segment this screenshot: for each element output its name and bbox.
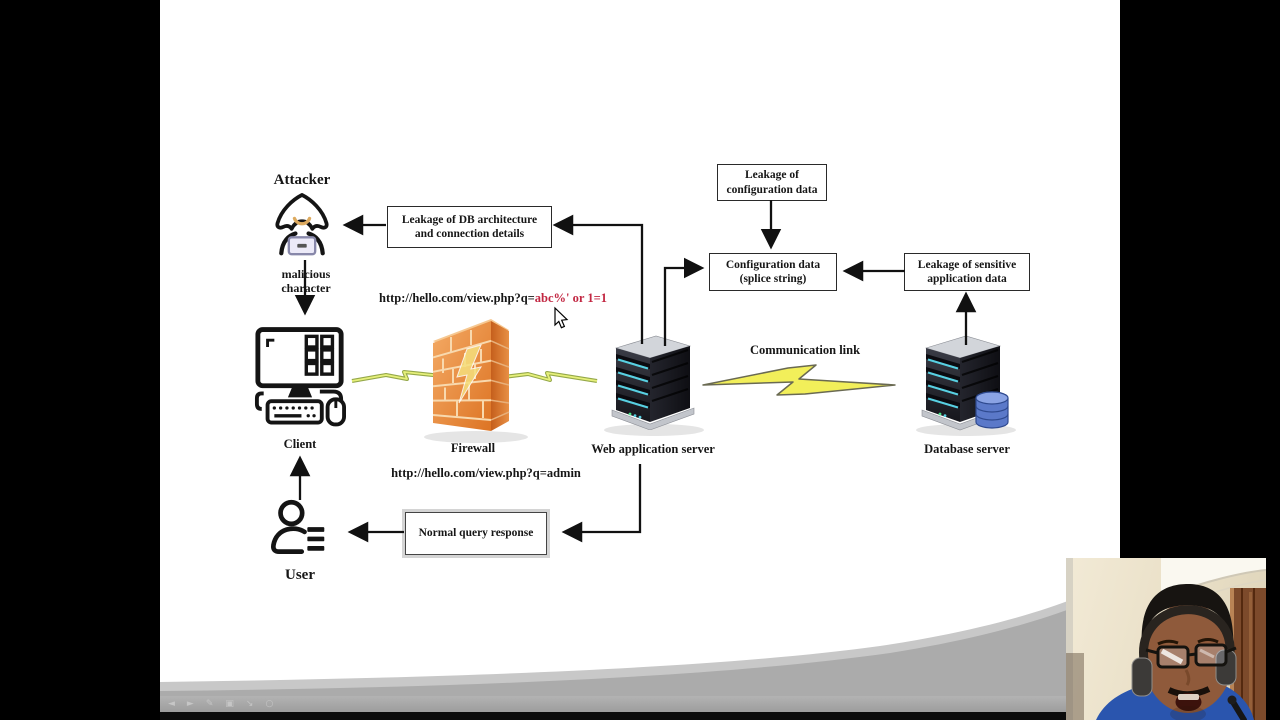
mouse-cursor-icon	[554, 306, 569, 329]
user-label: User	[285, 567, 315, 583]
firewall-icon	[432, 319, 510, 431]
presenter-person	[1096, 584, 1254, 720]
database-cylinder-icon	[975, 391, 1009, 429]
diagram-connectors	[289, 200, 977, 543]
arrow-webserver-to-normal	[561, 464, 642, 543]
headphone-band	[1139, 605, 1235, 661]
attack-url-text: http://hello.com/view.php?q=abc%' or 1=1	[379, 291, 607, 305]
microphone-icon	[1227, 695, 1247, 720]
client-label: Client	[283, 437, 317, 451]
attacker-icon	[275, 193, 329, 256]
slide-swoosh-decoration	[160, 578, 1120, 720]
communication-link-label: Communication link	[749, 343, 861, 357]
pen-tool-icon[interactable]: ✎	[205, 698, 214, 709]
presenter-toolbar: ◄ ► ✎ ▣ ↘ ○	[160, 696, 1120, 712]
web-server-label: Web application server	[591, 442, 715, 456]
slide-bottom-strip	[160, 712, 1120, 720]
normal-url-text: http://hello.com/view.php?q=admin	[391, 466, 581, 480]
normal-response-box: Normal query response	[405, 512, 547, 555]
headphone-left-cup	[1131, 657, 1153, 697]
webcam-scene	[1066, 558, 1266, 720]
presenter-hair	[1141, 584, 1234, 650]
navigate-icon[interactable]: ↘	[245, 698, 254, 709]
firewall-label: Firewall	[450, 441, 496, 455]
previous-slide-icon[interactable]: ◄	[168, 698, 175, 709]
webcam-video	[1066, 558, 1266, 720]
arrow-webserver-to-configdata	[663, 257, 705, 346]
next-slide-icon[interactable]: ►	[186, 698, 194, 709]
config-data-box: Configuration data(splice string)	[709, 253, 837, 291]
more-icon[interactable]: ○	[265, 698, 274, 709]
attack-payload-text: abc%' or 1=1	[534, 291, 607, 305]
db-server-label: Database server	[924, 442, 1010, 456]
arrow-webserver-to-dbleak	[552, 214, 644, 344]
attacker-label: Attacker	[273, 172, 331, 188]
lightning-bolt-icon	[702, 364, 896, 396]
web-server-icon	[611, 335, 695, 430]
presentation-slide: Attacker malicious character Client User…	[160, 0, 1120, 720]
display-icon[interactable]: ▣	[225, 698, 234, 709]
presenter-glasses	[1145, 643, 1237, 669]
database-server-icon	[921, 335, 1009, 431]
client-icon	[254, 327, 346, 427]
user-icon	[271, 499, 325, 554]
